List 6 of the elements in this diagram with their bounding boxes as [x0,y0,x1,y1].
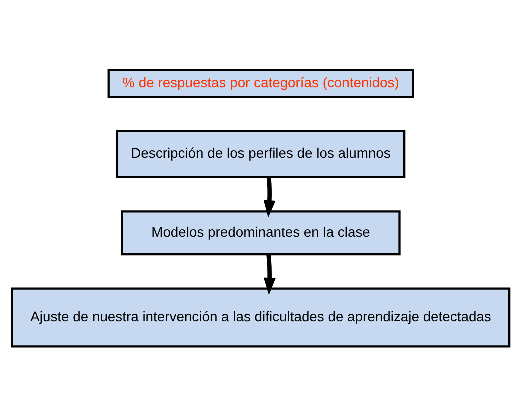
node-box: Descripción de los perfiles de los alumnos [116,130,406,178]
node-box: Modelos predominantes en la clase [121,210,401,256]
node-box: Ajuste de nuestra intervención a las dificultades de aprendizaje detectadas [11,287,511,348]
arrow [264,176,276,218]
arrow [264,254,276,295]
node-box: % de respuestas por categorías (contenidos) [108,68,414,98]
